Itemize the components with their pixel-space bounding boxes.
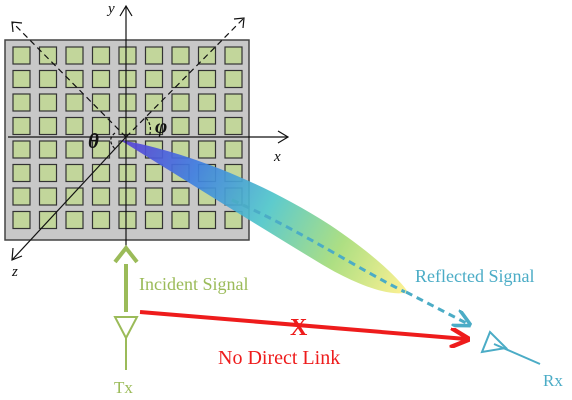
- ris-element: [12, 116, 31, 136]
- ris-element: [12, 93, 31, 112]
- ris-element: [197, 210, 217, 230]
- ris-element: [144, 210, 164, 230]
- reflected-signal-label: Reflected Signal: [415, 266, 534, 286]
- phi-arc: [145, 117, 152, 138]
- rx-label: Rx: [543, 371, 563, 390]
- dashed-diagonal-left-arrowhead: [11, 21, 23, 33]
- phi-label: φ: [155, 114, 167, 138]
- x-axis-arrowhead: [277, 130, 290, 144]
- ris-element: [197, 69, 217, 89]
- ris-element: [91, 46, 111, 65]
- ris-element: [118, 210, 137, 230]
- coordinate-axes: [8, 4, 290, 261]
- ris-element: [144, 69, 164, 89]
- theta-arc: [110, 132, 117, 151]
- ris-element: [65, 210, 84, 230]
- ris-element: [65, 46, 84, 65]
- incident-signal-arrowhead: [113, 244, 139, 264]
- ris-element: [38, 163, 58, 183]
- ris-element: [118, 69, 137, 89]
- ris-element: [38, 93, 58, 112]
- z-axis-arrowhead: [11, 247, 23, 261]
- ris-element: [224, 69, 243, 89]
- no-direct-link-arrow: [139, 310, 466, 339]
- ris-element: [118, 163, 137, 183]
- ris-element: [38, 116, 58, 136]
- incident-signal-label: Incident Signal: [139, 274, 248, 294]
- ris-element: [197, 116, 217, 136]
- ris-element: [144, 163, 164, 183]
- ris-element: [65, 69, 84, 89]
- rx-antenna-icon: [480, 330, 541, 365]
- ris-element: [224, 140, 243, 159]
- reflected-signal-arrow: [405, 290, 468, 324]
- ris-element: [12, 210, 31, 230]
- ris-element: [224, 93, 243, 112]
- ris-element: [224, 210, 243, 230]
- ris-element: [171, 69, 190, 89]
- ris-element: [65, 187, 84, 206]
- dashed-diagonal-right-arrowhead: [233, 17, 245, 29]
- ris-element: [65, 116, 84, 136]
- ris-element: [224, 116, 243, 136]
- ris-element: [12, 69, 31, 89]
- ris-element: [171, 210, 190, 230]
- dashed-diagonal-left: [11, 21, 127, 138]
- blocked-x-mark: X: [290, 315, 308, 341]
- ris-element: [91, 163, 111, 183]
- tx-label: Tx: [114, 378, 133, 397]
- ris-element: [12, 163, 31, 183]
- ris-element: [12, 140, 31, 159]
- ris-element: [91, 69, 111, 89]
- ris-element: [91, 187, 111, 206]
- tx-antenna-icon: [113, 316, 139, 370]
- z-axis-line: [11, 136, 127, 261]
- y-axis-label: y: [106, 1, 115, 17]
- ris-element: [65, 93, 84, 112]
- ris-element: [144, 46, 164, 65]
- theta-label: θ: [88, 129, 99, 153]
- ris-element-grid: [12, 46, 243, 230]
- ris-element: [118, 187, 137, 206]
- ris-element: [65, 140, 84, 159]
- no-direct-link-label: No Direct Link: [218, 347, 340, 369]
- ris-element: [197, 93, 217, 112]
- ris-element: [118, 46, 137, 65]
- y-axis-arrowhead: [119, 4, 133, 17]
- ris-element: [38, 187, 58, 206]
- ris-element: [91, 93, 111, 112]
- ris-element: [144, 116, 164, 136]
- reflected-path-dashed: [231, 198, 406, 294]
- ris-element: [91, 210, 111, 230]
- ris-element: [118, 116, 137, 136]
- ris-element: [38, 140, 58, 159]
- dashed-diagonal-right: [125, 17, 245, 138]
- ris-element: [38, 46, 58, 65]
- z-axis-label: z: [11, 264, 18, 280]
- ris-element: [65, 163, 84, 183]
- ris-element: [144, 187, 164, 206]
- ris-element: [118, 93, 137, 112]
- ris-element: [171, 116, 190, 136]
- ris-element: [91, 140, 111, 159]
- x-axis-label: x: [273, 149, 281, 165]
- ris-element: [197, 140, 217, 159]
- ris-element: [12, 46, 31, 65]
- ris-element: [91, 116, 111, 136]
- ris-element: [171, 46, 190, 65]
- ris-element: [144, 93, 164, 112]
- ris-element: [224, 46, 243, 65]
- ris-element: [171, 93, 190, 112]
- ris-element: [38, 69, 58, 89]
- ris-element: [171, 187, 190, 206]
- ris-element: [12, 187, 31, 206]
